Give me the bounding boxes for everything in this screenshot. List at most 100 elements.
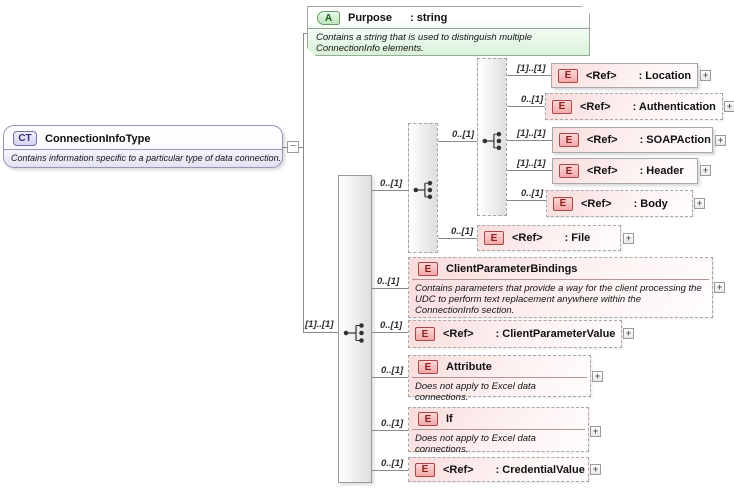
connector-line bbox=[303, 33, 308, 34]
cardinality-label: 0..[1] bbox=[377, 276, 400, 287]
element-badge: E bbox=[559, 164, 579, 178]
element-ref: <Ref> bbox=[580, 100, 611, 113]
sequence-icon bbox=[413, 180, 433, 200]
attribute-description: Contains a string that is used to distin… bbox=[316, 32, 532, 54]
expand-button-header[interactable]: + bbox=[700, 165, 711, 176]
attribute-name: Purpose bbox=[348, 12, 393, 24]
sequence-indicator-main bbox=[338, 175, 372, 483]
element-title: If bbox=[446, 413, 453, 425]
sequence-icon bbox=[482, 131, 502, 151]
element-soapaction[interactable]: E <Ref> : SOAPAction bbox=[552, 127, 713, 153]
cardinality-label: 0..[1] bbox=[521, 188, 544, 199]
expand-button-credentialvalue[interactable]: + bbox=[590, 464, 601, 475]
sequence-indicator-optional-2 bbox=[477, 58, 507, 216]
element-authentication[interactable]: E <Ref> : Authentication bbox=[545, 93, 723, 120]
connector-line bbox=[507, 75, 551, 76]
element-name: : Header bbox=[639, 165, 684, 177]
cardinality-label: [1]..[1] bbox=[517, 128, 546, 139]
complextype-header: CT ConnectionInfoType bbox=[4, 126, 282, 150]
element-name: : Authentication bbox=[632, 100, 716, 113]
expand-button-soapaction[interactable]: + bbox=[715, 135, 726, 146]
attribute-header: A Purpose : string bbox=[308, 7, 589, 29]
connector-line bbox=[507, 140, 552, 141]
element-file[interactable]: E <Ref> : File bbox=[477, 225, 621, 251]
element-ref: <Ref> bbox=[512, 232, 543, 244]
complextype-description: Contains information specific to a parti… bbox=[11, 153, 282, 163]
element-attribute[interactable]: E Attribute Does not apply to Excel data… bbox=[408, 355, 591, 403]
sequence-icon bbox=[343, 323, 364, 343]
element-badge: E bbox=[415, 462, 435, 477]
cardinality-label: 0..[1] bbox=[380, 178, 403, 189]
element-name: : CredentialValue bbox=[495, 463, 585, 476]
cardinality-label: [1]..[1] bbox=[517, 63, 546, 74]
element-badge: E bbox=[558, 68, 578, 83]
connector-line bbox=[372, 190, 408, 191]
expand-button-clientparametervalue[interactable]: + bbox=[623, 328, 634, 339]
element-ref: <Ref> bbox=[586, 69, 617, 82]
element-ref: <Ref> bbox=[443, 463, 474, 476]
element-description: Does not apply to Excel data connections… bbox=[415, 433, 536, 455]
expand-button-clientparameterbindings[interactable]: + bbox=[714, 282, 725, 293]
collapse-toggle[interactable]: − bbox=[287, 141, 299, 153]
cardinality-label: [1]..[1] bbox=[305, 319, 334, 330]
element-name: : Body bbox=[633, 197, 668, 210]
cardinality-label: 0..[1] bbox=[381, 458, 404, 469]
cardinality-label: 0..[1] bbox=[381, 418, 404, 429]
expand-button-body[interactable]: + bbox=[694, 198, 705, 209]
element-header[interactable]: E <Ref> : Header bbox=[552, 158, 698, 184]
element-name: : Location bbox=[638, 69, 692, 82]
connector-line bbox=[372, 377, 408, 378]
connector-line bbox=[304, 332, 338, 333]
cardinality-label: 0..[1] bbox=[451, 226, 474, 237]
element-name: : SOAPAction bbox=[639, 134, 711, 146]
element-badge: E bbox=[418, 360, 438, 374]
element-badge: E bbox=[418, 262, 438, 276]
cardinality-label: 0..[1] bbox=[521, 94, 544, 105]
expand-button-file[interactable]: + bbox=[623, 233, 634, 244]
element-badge: E bbox=[553, 196, 573, 211]
element-title: ClientParameterBindings bbox=[446, 263, 578, 275]
element-if[interactable]: E If Does not apply to Excel data connec… bbox=[408, 407, 589, 455]
complextype-connectioninfotype[interactable]: CT ConnectionInfoType Contains informati… bbox=[3, 125, 283, 168]
complextype-title: ConnectionInfoType bbox=[45, 132, 151, 145]
element-header: E If bbox=[412, 408, 585, 430]
connector-line bbox=[507, 106, 545, 107]
element-ref: <Ref> bbox=[587, 134, 618, 146]
expand-button-location[interactable]: + bbox=[700, 70, 711, 81]
connector-line bbox=[507, 170, 552, 171]
element-badge: E bbox=[484, 231, 504, 245]
connector-line bbox=[283, 147, 287, 148]
connector-line bbox=[372, 430, 408, 431]
element-name: : ClientParameterValue bbox=[495, 328, 616, 340]
complextype-badge: CT bbox=[13, 131, 37, 146]
element-location[interactable]: E <Ref> : Location bbox=[551, 63, 698, 88]
element-badge: E bbox=[418, 412, 438, 426]
connector-line bbox=[299, 147, 304, 148]
element-body[interactable]: E <Ref> : Body bbox=[546, 190, 693, 217]
cardinality-label: 0..[1] bbox=[381, 365, 404, 376]
element-badge: E bbox=[559, 133, 579, 147]
sequence-indicator-optional-1 bbox=[408, 123, 438, 253]
attribute-badge: A bbox=[317, 11, 340, 25]
cardinality-label: 0..[1] bbox=[380, 320, 403, 331]
cardinality-label: [1]..[1] bbox=[517, 158, 546, 169]
element-clientparametervalue[interactable]: E <Ref> : ClientParameterValue bbox=[408, 320, 622, 348]
connector-line bbox=[438, 141, 477, 142]
element-name: : File bbox=[564, 232, 591, 244]
element-title: Attribute bbox=[446, 361, 492, 373]
attribute-purpose[interactable]: A Purpose : string Contains a string tha… bbox=[307, 6, 590, 56]
element-ref: <Ref> bbox=[443, 328, 474, 340]
element-ref: <Ref> bbox=[581, 197, 612, 210]
element-badge: E bbox=[552, 99, 572, 114]
element-credentialvalue[interactable]: E <Ref> : CredentialValue bbox=[408, 457, 589, 482]
expand-button-attribute[interactable]: + bbox=[592, 371, 603, 382]
cardinality-label: 0..[1] bbox=[452, 129, 475, 140]
element-description: Does not apply to Excel data connections… bbox=[415, 381, 536, 403]
connector-line bbox=[372, 288, 408, 289]
element-description: Contains parameters that provide a way f… bbox=[415, 283, 702, 316]
element-clientparameterbindings[interactable]: E ClientParameterBindings Contains param… bbox=[408, 257, 713, 318]
element-badge: E bbox=[415, 327, 435, 341]
connector-line bbox=[303, 33, 304, 333]
expand-button-if[interactable]: + bbox=[590, 426, 601, 437]
expand-button-authentication[interactable]: + bbox=[724, 101, 734, 112]
